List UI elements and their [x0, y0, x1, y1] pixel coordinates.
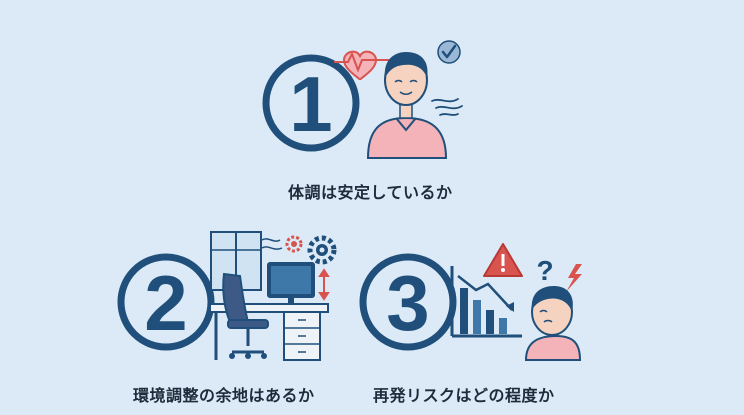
caption-2: 環境調整の余地はあるか [133, 386, 315, 405]
number-circle-1 [262, 54, 360, 152]
declining-chart-icon [450, 266, 522, 338]
number-circle-2 [117, 253, 215, 351]
checkmark-icon [437, 40, 461, 64]
worried-person-illustration [524, 286, 582, 361]
number-1: 1 [289, 60, 332, 148]
warning-icon [483, 243, 523, 277]
item-2: 2 [117, 231, 337, 361]
number-2: 2 [144, 259, 187, 347]
question-icon: ? [536, 255, 553, 286]
height-adjust-icon [318, 268, 330, 301]
item-1: 1 [262, 40, 463, 159]
monitor-icon [267, 262, 315, 306]
calm-person-illustration [366, 52, 448, 159]
item-3: 3 ? [359, 243, 582, 361]
breath-icon [431, 98, 463, 116]
number-3: 3 [386, 259, 429, 347]
desk-icon [209, 303, 329, 361]
caption-1: 体調は安定しているか [288, 183, 453, 202]
chair-icon [222, 272, 269, 359]
gear-icon [285, 235, 337, 265]
caption-3: 再発リスクはどの程度か [373, 386, 555, 405]
lightning-icon [566, 264, 582, 292]
heart-pulse-icon [334, 50, 392, 81]
